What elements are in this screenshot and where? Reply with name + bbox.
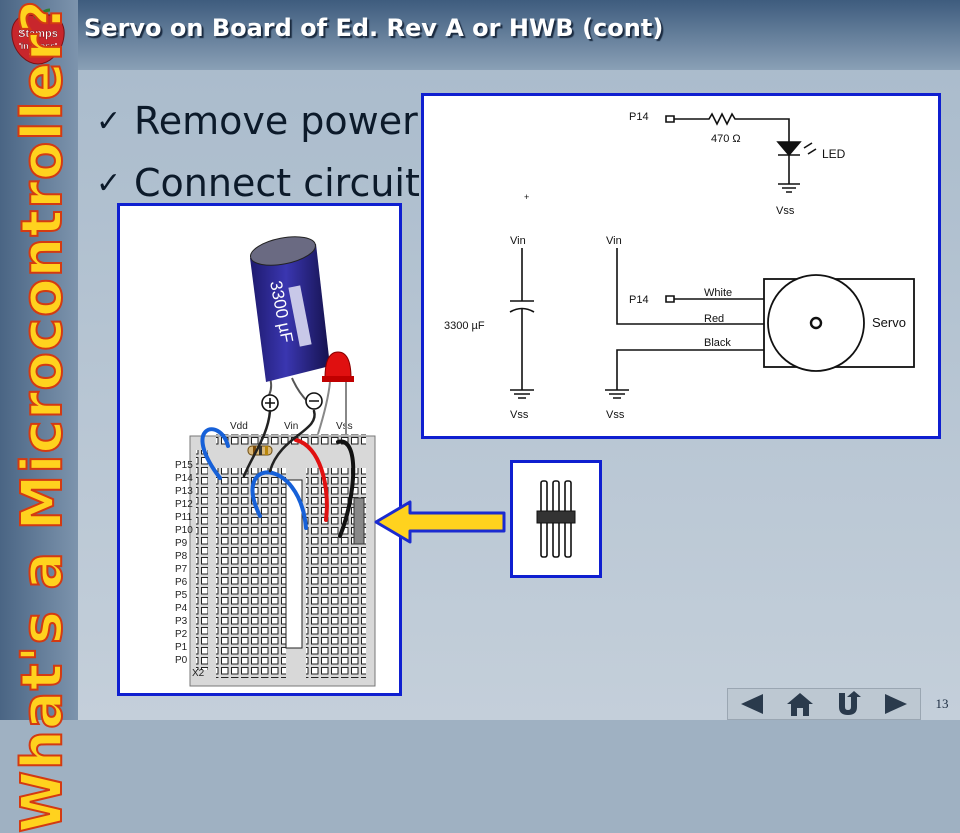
slide-navigation (727, 688, 921, 720)
bullet-text: Connect circuit (134, 161, 420, 205)
vss-led-label: Vss (776, 205, 795, 217)
x2-label: X2 (192, 668, 205, 679)
black-wire-label: Black (704, 337, 731, 349)
pin-label: P1 (175, 642, 188, 653)
pin-label: P2 (175, 629, 188, 640)
cap-plus: + (524, 192, 529, 202)
pin-label: P12 (175, 499, 193, 510)
pin-label: P13 (175, 486, 193, 497)
stamps-in-class-logo: Stamps in Class (11, 5, 65, 65)
slide-title: Servo on Board of Ed. Rev A or HWB (cont… (84, 14, 664, 42)
prev-button[interactable] (732, 689, 772, 719)
resistor-label: 470 Ω (711, 133, 741, 145)
schematic-panel: + P14 470 Ω LED Vss Vin Vin 3300 µF P14 … (421, 93, 941, 439)
led-label: LED (822, 147, 846, 161)
vdd-label: Vdd (230, 421, 248, 432)
logo-text-bottom: in Class (21, 41, 56, 51)
arrow-right-icon (885, 694, 907, 714)
pin-label: P7 (175, 564, 188, 575)
vin-label: Vin (284, 421, 298, 432)
home-icon (787, 693, 813, 716)
pin-label: P3 (175, 616, 188, 627)
pin-label: P4 (175, 603, 188, 614)
vertical-title: What's a Microcontroller? (9, 0, 76, 833)
capacitor-label: 3300 µF (444, 320, 485, 332)
capacitor: 3300 µF (250, 236, 330, 403)
pin-label: P9 (175, 538, 188, 549)
pin-label: P0 (175, 655, 188, 666)
return-icon (839, 691, 861, 715)
p14-top-label: P14 (629, 111, 649, 123)
vin-right-label: Vin (606, 235, 622, 247)
page-number: 13 (935, 696, 949, 711)
pin-label: P15 (175, 460, 193, 471)
vss-servo-label: Vss (606, 409, 625, 421)
servo-label: Servo (872, 315, 906, 330)
pin-label: P10 (175, 525, 193, 536)
schematic-diagram: + P14 470 Ω LED Vss Vin Vin 3300 µF P14 … (444, 111, 915, 421)
return-button[interactable] (828, 689, 868, 719)
led (317, 351, 354, 435)
home-button[interactable] (780, 689, 820, 719)
checkmark-icon: ✓ (96, 165, 122, 201)
white-wire-label: White (704, 287, 732, 299)
pin-label: P6 (175, 577, 188, 588)
next-button[interactable] (876, 689, 916, 719)
bullet-list: ✓ Remove power ✓ Connect circuit (96, 90, 420, 214)
breadboard-panel: P15 P14 P13 P12 P11 P10 P9 P8 P7 P6 P5 P… (117, 203, 402, 696)
bullet-item: ✓ Connect circuit (96, 152, 420, 214)
vin-left-label: Vin (510, 235, 526, 247)
breadboard-diagram: P15 P14 P13 P12 P11 P10 P9 P8 P7 P6 P5 P… (175, 236, 376, 687)
pointer-arrow-icon (374, 500, 506, 544)
checkmark-icon: ✓ (96, 103, 122, 139)
pin-label: P11 (175, 512, 192, 523)
pin-label: P14 (175, 473, 193, 484)
vss-cap-label: Vss (510, 409, 529, 421)
red-wire-label: Red (704, 313, 724, 325)
logo-text-top: Stamps (18, 28, 58, 40)
arrow-left-icon (741, 694, 763, 714)
pin-label: P8 (175, 551, 188, 562)
pin-label: P5 (175, 590, 188, 601)
header-pins-diagram (536, 480, 576, 558)
resistor (247, 445, 273, 456)
header-pins-panel (510, 460, 602, 578)
bullet-text: Remove power (134, 99, 418, 143)
vss-label: Vss (336, 421, 353, 432)
bullet-item: ✓ Remove power (96, 90, 420, 152)
p14-servo-label: P14 (629, 294, 649, 306)
